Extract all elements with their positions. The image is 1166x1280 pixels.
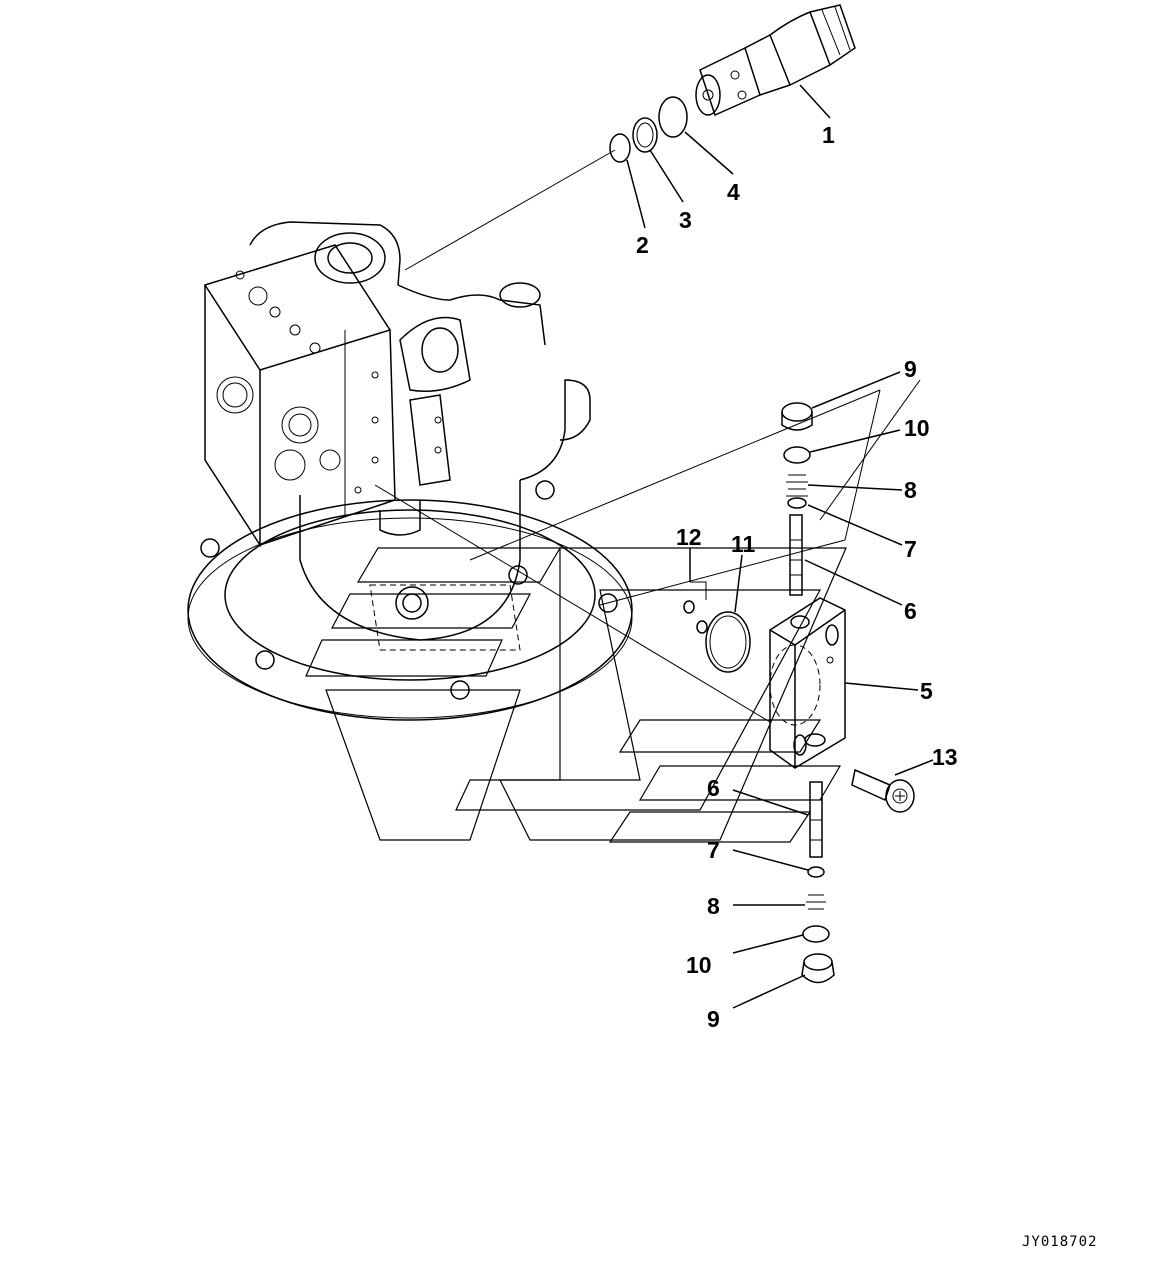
callout-10-lower: 10	[686, 952, 712, 978]
callout-labels: 1 2 3 4 5 6 7 8 9 10 11 12 13	[636, 122, 958, 770]
upper-plug-stack	[781, 402, 813, 596]
callout-6-lower: 6	[707, 775, 720, 801]
part-1-relief-valve	[695, 4, 856, 117]
callout-13: 13	[932, 744, 958, 770]
callout-8: 8	[904, 477, 917, 503]
callout-4: 4	[727, 179, 740, 205]
callout-2: 2	[636, 232, 649, 258]
callout-10: 10	[904, 415, 930, 441]
callout-9-lower: 9	[707, 1006, 720, 1032]
part-11-oring	[705, 611, 751, 673]
callout-11: 11	[731, 531, 756, 557]
watermark-logo	[305, 547, 847, 843]
callout-1: 1	[822, 122, 835, 148]
callout-8-lower: 8	[707, 893, 720, 919]
callout-9: 9	[904, 356, 917, 382]
parts-2-3-4-rings	[609, 96, 688, 163]
part-5-valve-block	[769, 597, 846, 769]
callout-7: 7	[904, 536, 917, 562]
callout-5: 5	[920, 678, 933, 704]
callout-12: 12	[676, 524, 702, 550]
lower-callout-labels: 6 7 8 10 9	[686, 775, 720, 1032]
leader-lines	[626, 84, 934, 1009]
callout-7-lower: 7	[707, 837, 720, 863]
part-12-seals	[683, 581, 708, 634]
part-13-bolt	[851, 768, 915, 813]
assembly-lines	[374, 149, 921, 723]
callout-6: 6	[904, 598, 917, 624]
callout-3: 3	[679, 207, 692, 233]
lower-plug-stack	[801, 781, 835, 984]
swing-motor-assembly	[187, 221, 633, 721]
drawing-code: JY018702	[1022, 1234, 1097, 1250]
